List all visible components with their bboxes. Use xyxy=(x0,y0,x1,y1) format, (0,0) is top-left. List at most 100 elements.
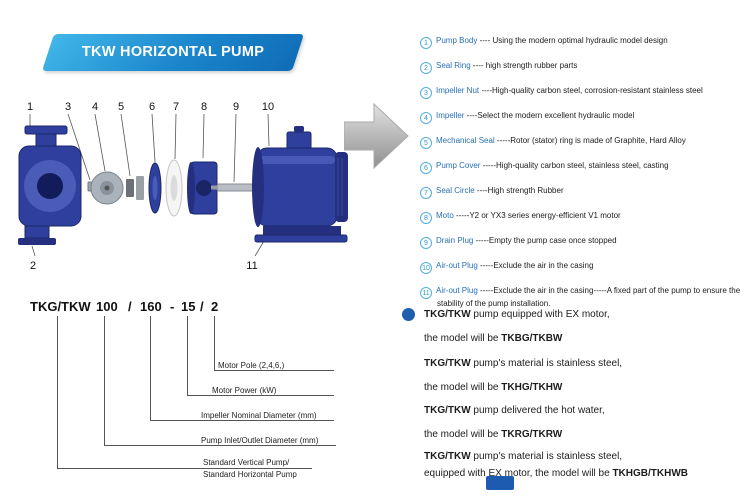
note-bold: TKG/TKW xyxy=(424,309,471,320)
part-name: Drain Plug xyxy=(436,236,474,245)
connector-line-horizontal xyxy=(104,445,336,446)
callout-number-1: 1 xyxy=(27,101,33,113)
connector-line-horizontal xyxy=(57,468,312,469)
model-code-separator: / xyxy=(200,299,204,314)
part-description: ---- Using the modern optimal hydraulic … xyxy=(477,36,668,45)
pump-body-base-plate xyxy=(18,238,56,245)
connector-line-horizontal xyxy=(214,370,334,371)
connector-line-horizontal xyxy=(150,420,334,421)
motor-terminal-box xyxy=(286,131,312,151)
note-text: equipped with EX motor, the model will b… xyxy=(424,468,613,479)
connector-line-vertical xyxy=(214,316,215,370)
part-description: -----Rotor (stator) ring is made of Grap… xyxy=(494,136,686,145)
note-bold: TKG/TKW xyxy=(424,358,471,369)
part-description: -----Y2 or YX3 series energy-efficient V… xyxy=(453,211,621,220)
part-number-badge: 8 xyxy=(420,212,432,224)
callout-number-4: 4 xyxy=(92,101,98,113)
note-text: the model will be xyxy=(424,333,502,344)
callout-number-3: 3 xyxy=(65,101,71,113)
part-description: -----Exclude the air in the casing xyxy=(477,261,594,270)
title-banner: TKW HORIZONTAL PUMP xyxy=(41,34,305,71)
seal-circle-hole xyxy=(170,175,178,201)
note-text: pump's material is stainless steel, xyxy=(470,451,623,462)
part-name: Air-out Plug xyxy=(436,261,478,270)
note-line: equipped with EX motor, the model will b… xyxy=(424,468,688,479)
leader-line xyxy=(267,113,270,147)
part-number-badge: 2 xyxy=(420,62,432,74)
model-label-standard-vertical: Standard Vertical Pump/ xyxy=(203,458,290,467)
model-code-impeller-diameter: 160 xyxy=(140,299,162,314)
connector-line-vertical xyxy=(150,316,151,420)
pump-exploded-diagram: 1 3 4 5 6 7 8 9 10 xyxy=(18,101,348,272)
mechanical-seal-stator xyxy=(136,176,144,200)
page-title: TKW HORIZONTAL PUMP xyxy=(81,44,265,60)
callout-number-10: 10 xyxy=(262,101,274,113)
model-code-motor-power: 15 xyxy=(181,299,196,314)
note-bold: TKG/TKW xyxy=(424,405,471,416)
part-description: -----High-quality carbon steel, stainles… xyxy=(480,161,669,170)
leader-line xyxy=(120,113,131,177)
note-text: pump delivered the hot water, xyxy=(470,405,605,416)
part-name: Moto xyxy=(436,211,454,220)
callout-number-9: 9 xyxy=(233,101,239,113)
bracket xyxy=(187,161,218,215)
note-text: pump equipped with EX motor, xyxy=(470,309,610,320)
part-name: Mechanical Seal xyxy=(436,136,495,145)
part-description: -----Exclude the air in the casing-----A… xyxy=(437,286,741,308)
motor-body-highlight xyxy=(259,156,335,164)
shaft-threaded-tip xyxy=(211,185,218,190)
pump-body xyxy=(18,125,82,245)
note-bullet-icon xyxy=(402,308,415,321)
motor-foot-plate xyxy=(254,234,348,243)
leader-line xyxy=(67,113,91,181)
connector-line-vertical xyxy=(57,316,58,468)
note-text: the model will be xyxy=(424,429,502,440)
callout-numbers-top: 1 3 4 5 6 7 8 9 10 xyxy=(27,101,274,113)
part-number-badge: 1 xyxy=(420,37,432,49)
callout-number-2: 2 xyxy=(30,260,36,272)
part-name: Seal Circle xyxy=(436,186,475,195)
leader-line xyxy=(94,113,106,172)
pump-body-inlet-flange xyxy=(24,125,68,135)
note-line: TKG/TKW pump's material is stainless ste… xyxy=(424,358,622,369)
motor-front-flange xyxy=(252,147,264,227)
model-label-motor-power: Motor Power (kW) xyxy=(212,386,277,395)
leader-line xyxy=(174,113,177,160)
pump-cover xyxy=(148,162,162,214)
callout-number-7: 7 xyxy=(173,101,179,113)
model-code-inlet-outlet: 100 xyxy=(96,299,118,314)
parts-list-item: 10 Air-out Plug -----Exclude the air in t… xyxy=(420,261,752,274)
part-name: Air-out Plug xyxy=(436,286,478,295)
note-line: TKG/TKW pump equipped with EX motor, xyxy=(424,309,610,320)
note-line: the model will be TKBG/TKBW xyxy=(424,333,562,344)
shaft xyxy=(211,183,260,192)
callout-number-11: 11 xyxy=(246,260,257,272)
leader-line xyxy=(202,113,205,159)
motor-terminal-cap xyxy=(294,126,304,132)
part-name: Impeller Nut xyxy=(436,86,480,95)
bracket-window xyxy=(196,180,212,196)
note-text: the model will be xyxy=(424,382,502,393)
mechanical-seal xyxy=(126,176,144,200)
model-code-separator: / xyxy=(128,299,132,314)
part-name: Impeller xyxy=(436,111,465,120)
note-text: pump's material is stainless steel, xyxy=(470,358,623,369)
callout-number-5: 5 xyxy=(118,101,124,113)
note-bold: TKHGB/TKHWB xyxy=(612,468,688,479)
pump-body-foot xyxy=(24,225,50,239)
model-label-motor-pole: Motor Pole (2,4,6,) xyxy=(218,361,285,370)
part-name: Seal Ring xyxy=(436,61,471,70)
note-bold: TKRG/TKRW xyxy=(501,429,563,440)
impeller xyxy=(90,171,124,205)
motor xyxy=(252,126,348,243)
note-line: the model will be TKHG/TKHW xyxy=(424,382,562,393)
note-line: the model will be TKRG/TKRW xyxy=(424,429,562,440)
model-code-separator: - xyxy=(170,299,175,314)
part-number-badge: 10 xyxy=(420,262,432,274)
